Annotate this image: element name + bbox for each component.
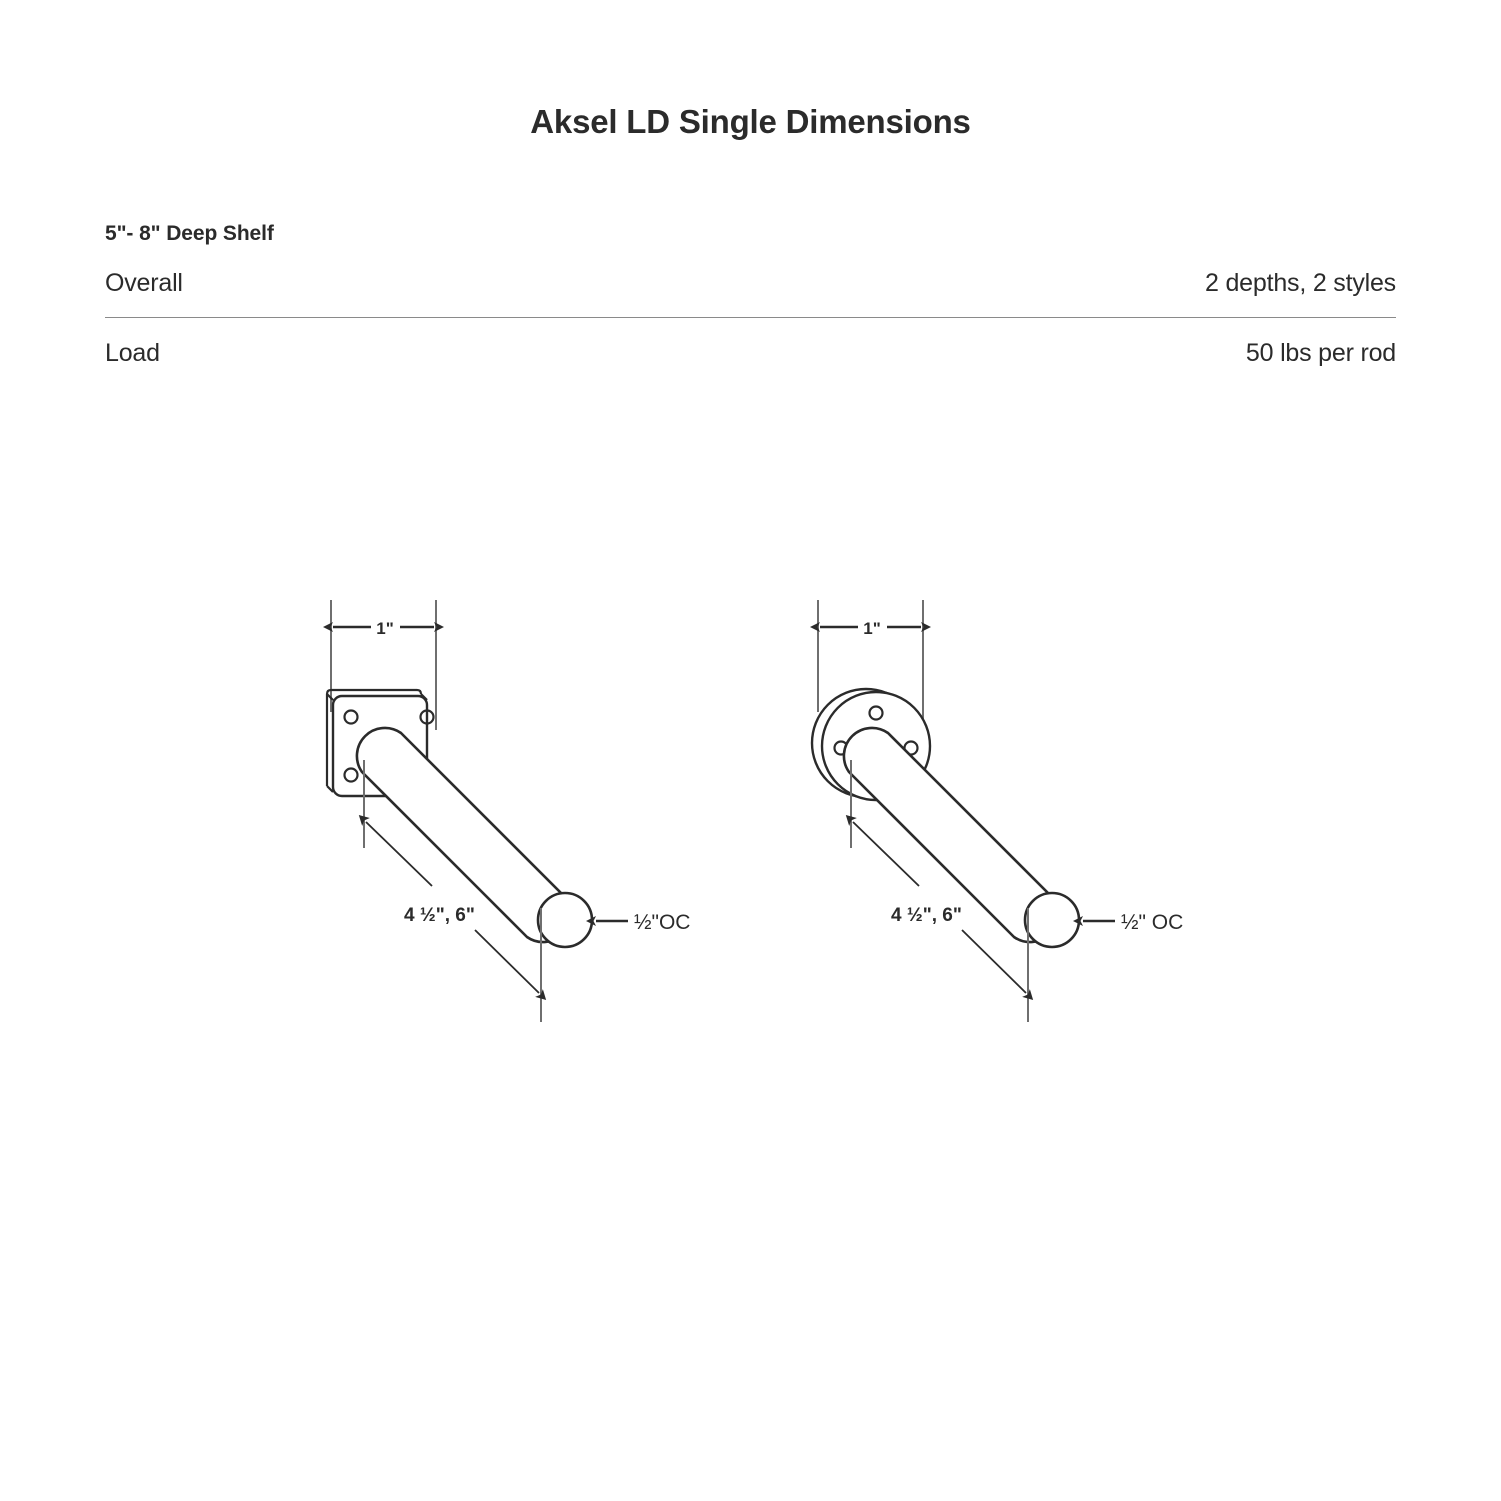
length-arrow-upper (845, 815, 920, 887)
spec-value-load: 50 lbs per rod (1245, 339, 1396, 367)
screw-hole (343, 709, 359, 725)
rod-body (842, 726, 1060, 944)
spec-table: 5"- 8" Deep Shelf Overall 2 depths, 2 st… (105, 222, 1396, 389)
diagram-square-plate-bracket: 1" ½"OC 4 ½", 6" (323, 600, 690, 1022)
screw-hole (419, 709, 435, 725)
spec-row-load: Load 50 lbs per rod (105, 339, 1396, 389)
mounting-plate-square (331, 694, 429, 798)
rod-end-circle (1023, 891, 1081, 949)
screw-hole (868, 705, 884, 721)
plate-depth-edge (325, 688, 423, 695)
length-arrow-lower (474, 929, 547, 1001)
dimension-label-rod-diameter: ½"OC (634, 911, 690, 934)
dimension-label-length: 4 ½", 6" (404, 905, 475, 926)
flange-back-circle (810, 687, 922, 799)
plate-depth-bottom (326, 785, 334, 793)
spec-value-overall: 2 depths, 2 styles (1205, 269, 1396, 297)
dimension-label-rod-diameter: ½" OC (1121, 911, 1183, 934)
page-title: Aksel LD Single Dimensions (530, 103, 971, 140)
dimension-label-length: 4 ½", 6" (891, 905, 962, 926)
plate-depth-edge-right (420, 693, 428, 701)
diagram-round-flange-bracket: 1" ½" OC 4 ½", 6" (810, 600, 1183, 1022)
spec-label-load: Load (105, 339, 160, 367)
dimension-label-projection: 1" (376, 619, 394, 638)
mounting-plate-round (820, 690, 932, 802)
spec-table-heading: 5"- 8" Deep Shelf (105, 222, 274, 245)
plate-depth-corner (326, 693, 334, 701)
spec-row-overall: Overall 2 depths, 2 styles (105, 269, 1396, 318)
screw-hole (868, 780, 884, 796)
screw-hole (343, 767, 359, 783)
length-arrow-upper (358, 815, 433, 887)
length-arrow-lower (961, 929, 1034, 1001)
spec-label-overall: Overall (105, 269, 183, 297)
screw-hole (903, 740, 919, 756)
dimension-label-projection: 1" (863, 619, 881, 638)
rod-end-circle (536, 891, 594, 949)
rod-body (355, 726, 573, 944)
screw-hole (833, 740, 849, 756)
